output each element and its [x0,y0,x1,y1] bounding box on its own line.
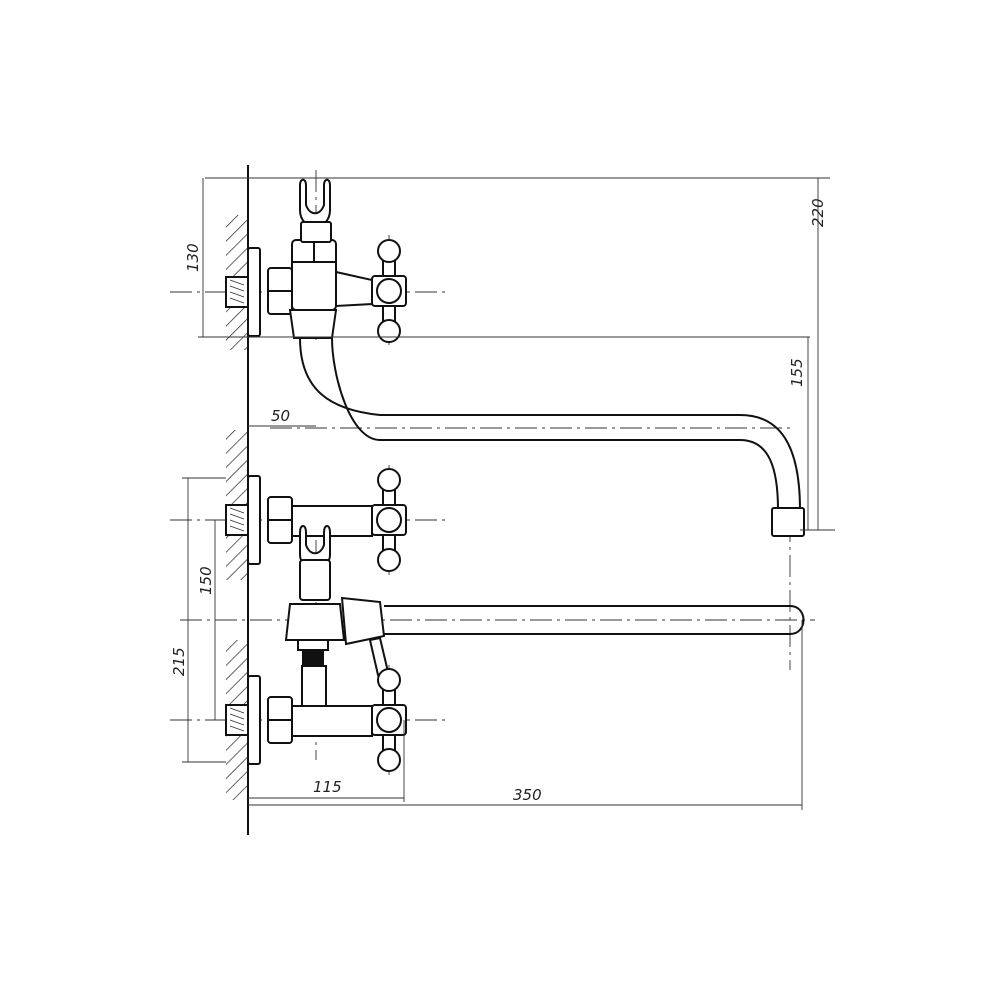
upper-flange [247,247,261,337]
dim-label-220: 220 [809,198,827,227]
lower-inlet-thread [225,704,249,736]
upper-shower-holder [299,178,331,228]
lower-flange [247,675,261,765]
center-lines [170,170,815,775]
dim-label-115: 115 [313,778,342,796]
lower-valve-assembly [225,668,407,772]
middle-inlet-thread [225,504,249,536]
upper-spout-collar [288,309,338,339]
diverter-cartridge [302,648,324,666]
upper-handle-knob-top [377,239,401,263]
upper-handle-knob-bottom [377,319,401,343]
middle-handle-knob-bottom [377,548,401,572]
dim-label-215: 215 [170,647,188,676]
diverter-body [284,603,346,641]
dim-label-350: 350 [513,786,542,804]
upper-inlet-thread [225,276,249,308]
middle-flange [247,475,261,565]
curved-spout [299,337,805,537]
dimension-lines [182,177,835,810]
central-body [284,525,805,707]
middle-valve-assembly [225,468,407,572]
dimension-labels: 220 130 155 50 150 215 115 350 [170,198,827,804]
upper-valve-assembly [225,178,407,343]
lower-pipe [301,665,327,707]
dim-label-150: 150 [197,566,215,595]
lower-handle-knob-bottom [377,748,401,772]
diverter-lever-base [340,596,386,646]
lower-handle-knob-top [377,668,401,692]
dim-label-50: 50 [271,407,290,425]
spout-outlet [771,507,805,537]
dim-label-130: 130 [184,243,202,272]
dim-label-155: 155 [788,358,806,387]
middle-handle-knob-top [377,468,401,492]
